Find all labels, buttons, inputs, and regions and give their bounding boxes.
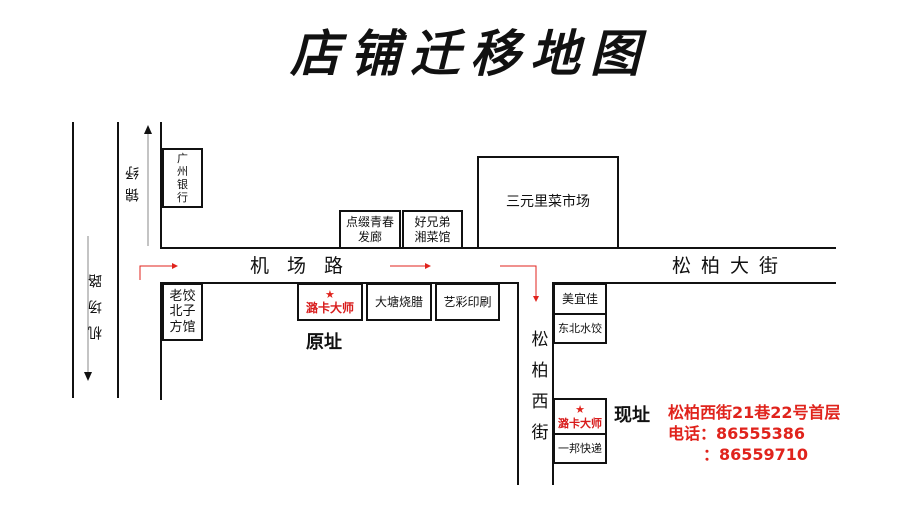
building-lukashi-old: ★潞卡大师 — [297, 283, 363, 321]
building-haoxiongdi: 好兄弟湘菜馆 — [402, 210, 463, 249]
building-label: 大塘烧腊 — [374, 294, 423, 309]
road-label-airport: 机场路 — [250, 255, 362, 277]
address-line: 松柏西街21巷22号首层 — [668, 403, 841, 422]
building-sanyuanli: 三元里菜市场 — [477, 156, 619, 249]
building-dongbei: 东北水饺 — [553, 313, 607, 344]
new-site-label: 现址 — [614, 405, 650, 426]
building-label: 好兄弟湘菜馆 — [414, 215, 451, 244]
building-yibang: 一邦快递 — [553, 433, 607, 464]
arrow-head — [533, 296, 539, 302]
road-label-songbai-west: 松柏西街 — [527, 330, 548, 454]
building-laojiao: 老饺北子方馆 — [162, 283, 203, 341]
building-label: 三元里菜市场 — [506, 194, 590, 211]
building-datang: 大塘烧腊 — [366, 283, 432, 321]
building-label: 艺彩印刷 — [443, 294, 492, 309]
building-label: 东北水饺 — [558, 321, 602, 335]
building-label: 点缀青春发廊 — [346, 215, 395, 244]
old-site-label: 原址 — [306, 332, 342, 353]
star-icon: ★ — [325, 288, 335, 302]
shop-name: 潞卡大师 — [305, 301, 354, 316]
phone-line-2: ：86559710 — [703, 445, 809, 464]
building-lukashi-new: ★潞卡大师 — [553, 398, 607, 435]
building-label: 美宜佳 — [561, 291, 598, 306]
shop-name: 潞卡大师 — [558, 416, 602, 430]
arrow-head — [425, 263, 431, 269]
arrow-head — [144, 125, 152, 134]
building-dianzhui: 点缀青春发廊 — [339, 210, 401, 249]
building-meiyijia: 美宜佳 — [553, 283, 607, 315]
direction-arrow — [500, 265, 537, 296]
building-guangzhou-bank: 广州银行 — [162, 148, 203, 208]
phone-line-1: 电话：86555386 — [668, 424, 806, 443]
road-label-airport-left: 机场路 — [88, 262, 104, 340]
building-label: 广州银行 — [177, 151, 188, 205]
direction-arrow — [139, 265, 172, 280]
building-yicai: 艺彩印刷 — [435, 283, 500, 321]
star-icon: ★ — [575, 403, 585, 417]
arrow-head — [84, 372, 92, 381]
arrow-head — [172, 263, 178, 269]
map-title: 店铺迁移地图 — [290, 24, 650, 83]
building-label: ★潞卡大师 — [558, 403, 602, 429]
building-label: ★潞卡大师 — [306, 288, 354, 316]
road-label-jinrui: 锦纾 — [125, 158, 141, 202]
road-label-songbai-ave: 松柏大街 — [672, 255, 789, 277]
building-label: 一邦快递 — [558, 441, 602, 455]
building-label: 老饺北子方馆 — [169, 288, 196, 335]
